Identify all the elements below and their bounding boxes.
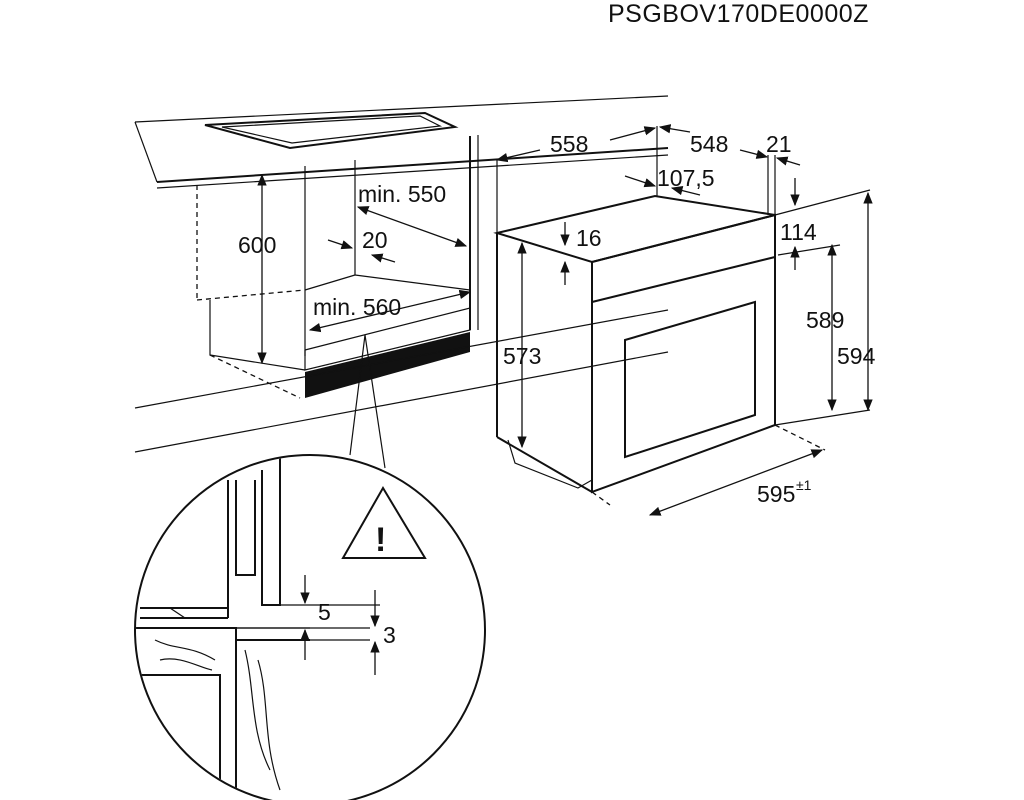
- hob: [204, 111, 459, 150]
- dimension-lines: [257, 124, 873, 516]
- label-114: 114: [780, 219, 817, 245]
- label-tolerance: ±1: [796, 477, 812, 493]
- detail-magnifier: !: [134, 334, 486, 800]
- label-min-550: min. 550: [358, 181, 446, 207]
- label-21: 21: [766, 131, 792, 157]
- warning-icon: [341, 486, 427, 559]
- label-600: 600: [238, 232, 276, 258]
- label-573: 573: [503, 343, 541, 369]
- label-107-5: 107,5: [657, 165, 715, 191]
- label-558: 558: [550, 131, 588, 157]
- kitchen-cabinet: [134, 95, 669, 453]
- oven-window: [624, 300, 756, 459]
- label-min-560: min. 560: [313, 294, 401, 320]
- label-3: 3: [383, 622, 396, 648]
- oven: [493, 126, 871, 506]
- label-20: 20: [362, 227, 388, 253]
- label-595: 595: [757, 481, 795, 507]
- label-594: 594: [837, 343, 876, 369]
- label-548: 548: [690, 131, 728, 157]
- label-5: 5: [318, 599, 331, 625]
- label-16: 16: [576, 225, 602, 251]
- model-code: PSGBOV170DE0000Z: [608, 0, 869, 28]
- warning-symbol: !: [375, 521, 386, 559]
- label-589: 589: [806, 307, 844, 333]
